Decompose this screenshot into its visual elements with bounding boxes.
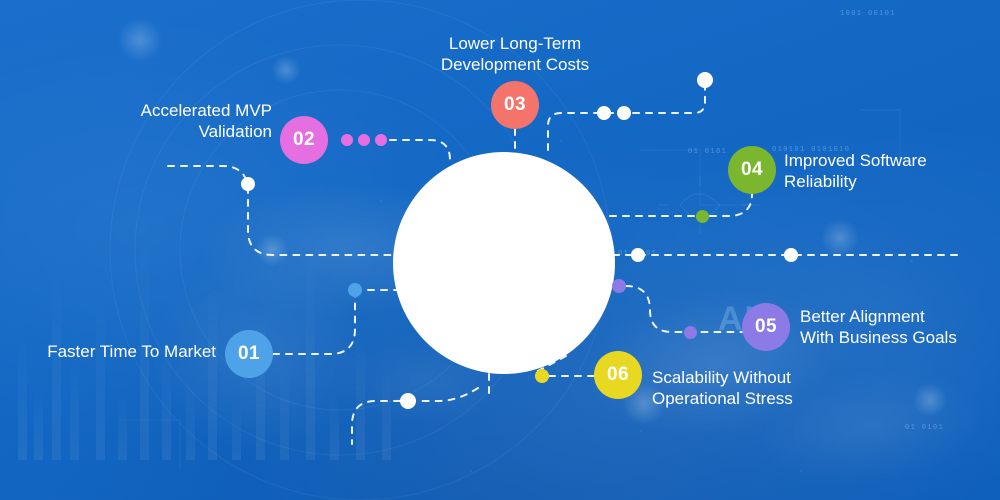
label-05: Better Alignment With Business Goals — [800, 307, 957, 348]
dot-04-green — [695, 209, 709, 223]
node-01[interactable]: 01 — [225, 330, 273, 378]
background-code-text-c: 010101 0101010 — [772, 146, 851, 154]
background-code-text-e: 1001 00101 — [840, 10, 897, 18]
node-number-03: 03 — [504, 94, 526, 115]
dot-white-top-mid-a — [597, 106, 611, 120]
dot-01-blue — [348, 283, 362, 297]
background-code-text-b: 01 0101 — [688, 148, 728, 156]
dot-white-mid-right-a — [631, 248, 645, 262]
node-03[interactable]: 03 — [491, 81, 539, 129]
dot-white-upper-left — [241, 177, 255, 191]
dot-02-c — [375, 134, 387, 146]
node-number-05: 05 — [755, 316, 777, 337]
node-number-04: 04 — [741, 159, 763, 180]
dot-white-mid-right-b — [784, 248, 798, 262]
dot-white-top-mid-b — [617, 106, 631, 120]
node-number-06: 06 — [607, 364, 629, 385]
label-01: Faster Time To Market — [47, 342, 216, 361]
center-hub — [393, 152, 615, 374]
node-number-01: 01 — [238, 343, 260, 364]
node-06[interactable]: 06 — [594, 351, 642, 399]
dot-05-purple-upper — [612, 279, 626, 293]
label-06: Scalability Without Operational Stress — [652, 368, 793, 409]
dot-06-yellow — [535, 369, 549, 383]
dot-02-a — [341, 134, 353, 146]
dot-05-purple-lower — [683, 325, 697, 339]
node-05[interactable]: 05 — [742, 303, 790, 351]
label-04: Improved Software Reliability — [784, 151, 927, 192]
dot-white-top-right — [697, 72, 713, 88]
dot-02-b — [358, 134, 370, 146]
label-03: Lower Long-Term Development Costs — [440, 34, 590, 75]
background-code-text-d: 01 0101 — [905, 424, 945, 432]
label-02: Accelerated MVP Validation — [140, 101, 272, 142]
node-number-02: 02 — [293, 129, 315, 150]
dot-white-bottom — [400, 393, 416, 409]
node-04[interactable]: 04 — [728, 146, 776, 194]
node-02[interactable]: 02 — [280, 116, 328, 164]
